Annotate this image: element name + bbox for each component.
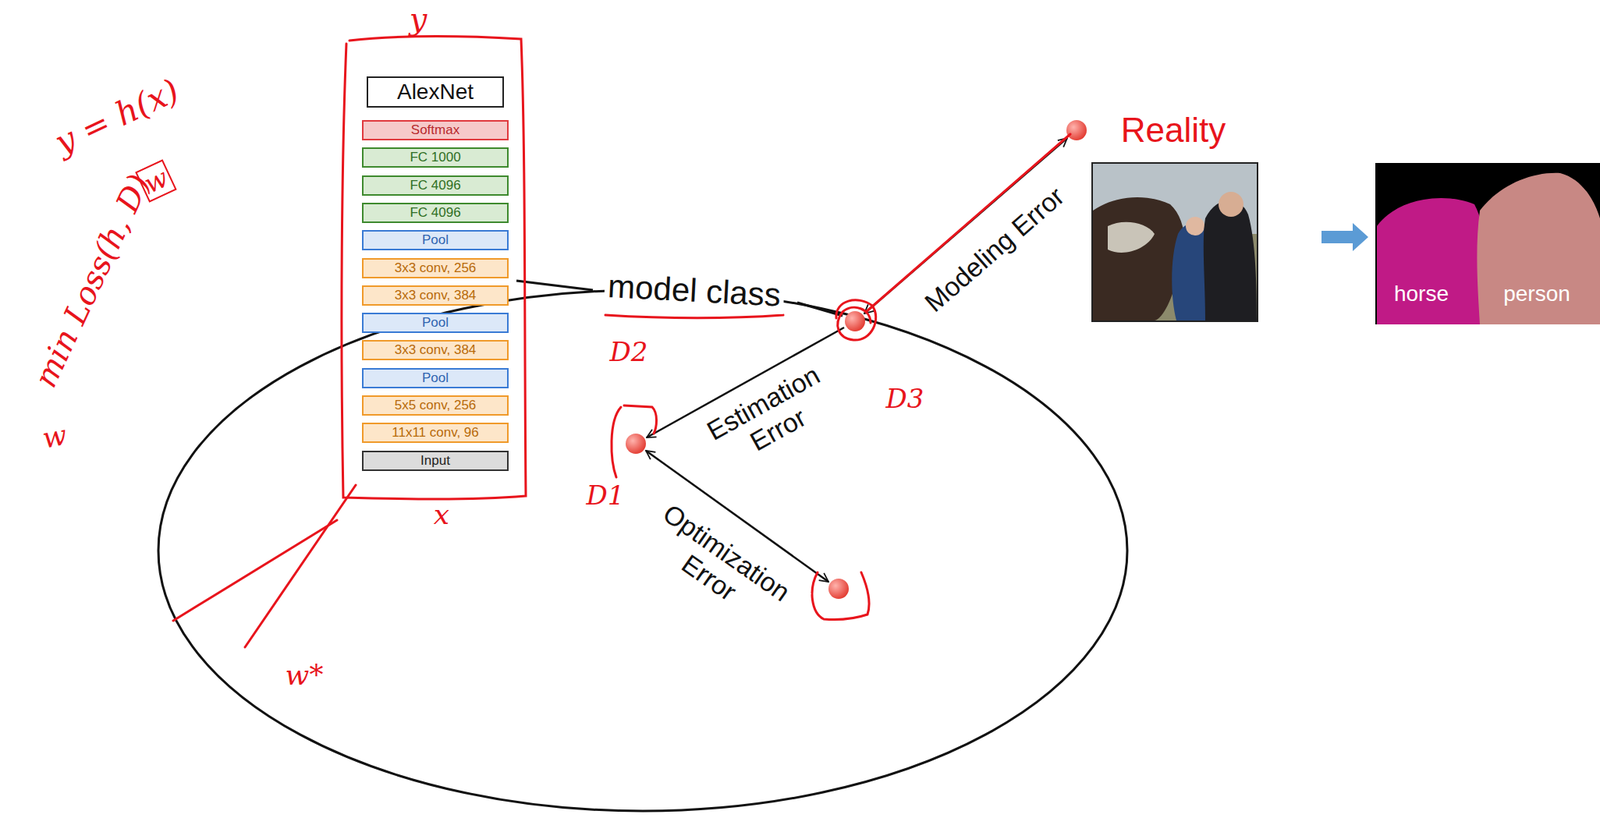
- layer-box: Input: [361, 450, 509, 472]
- photo: [1092, 163, 1258, 322]
- layer-box: 11x11 conv, 96: [361, 422, 509, 444]
- handwritten-note: y = h(x): [49, 71, 185, 162]
- layer-name: 5x5 conv, 256: [394, 397, 477, 414]
- error-label: Optimization Error: [624, 487, 812, 645]
- red-circle: [836, 300, 877, 341]
- layer-box: Softmax: [361, 120, 509, 141]
- layer-name: Pool: [422, 370, 449, 387]
- block-arrow: [1321, 223, 1369, 252]
- handwritten-note: w: [39, 418, 70, 455]
- layer-box: 3x3 conv, 384: [361, 285, 509, 306]
- handwritten-note: y: [409, 0, 428, 37]
- reality-label: Reality: [1121, 110, 1227, 151]
- optimized-point: [828, 578, 849, 600]
- network-stack: AlexNetSoftmax FC 1000 FC 4096 FC 4096Pool 3…: [361, 74, 509, 481]
- leader-line: [516, 280, 593, 291]
- handwritten-note: D2: [610, 337, 649, 368]
- red-stroke: [173, 520, 338, 621]
- estimate-point: [625, 433, 646, 455]
- layer-name: FC 4096: [409, 205, 461, 221]
- layer-box: FC 1000: [361, 147, 509, 168]
- layer-name: Input: [420, 453, 451, 469]
- region-label: model class: [603, 267, 785, 315]
- error-label: Estimation Error: [684, 350, 857, 483]
- segmentation-map: [1375, 163, 1600, 325]
- layer-box: Pool: [361, 368, 509, 389]
- model-point: [844, 311, 866, 332]
- handwritten-note: min Loss(h, D): [27, 168, 158, 393]
- layer-name: Pool: [422, 315, 449, 331]
- layer-box: Pool: [361, 312, 509, 334]
- red-bracket: [812, 572, 870, 621]
- handwritten-note: D3: [886, 383, 925, 415]
- layer-name: FC 1000: [409, 149, 461, 166]
- layer-name: 3x3 conv, 256: [394, 260, 477, 277]
- red-box: [341, 36, 526, 501]
- red-bracket: [611, 405, 657, 478]
- layer-box: FC 4096: [361, 175, 509, 196]
- layer-box: Pool: [361, 230, 509, 251]
- reality-point: [1066, 120, 1087, 141]
- model-class-ellipse: [158, 290, 1128, 812]
- segment-label: horse: [1394, 281, 1449, 307]
- segment-label: person: [1503, 281, 1571, 307]
- layer-box: FC 4096: [361, 202, 509, 224]
- layer-name: FC 4096: [409, 177, 461, 194]
- layer-name: 11x11 conv, 96: [391, 425, 479, 441]
- layer-box: 5x5 conv, 256: [361, 395, 509, 416]
- network-title: AlexNet: [366, 76, 504, 108]
- red-stroke: [244, 485, 356, 648]
- handwritten-note: x: [433, 498, 450, 531]
- red-underline: [605, 315, 784, 319]
- layer-box: 3x3 conv, 384: [361, 340, 509, 361]
- layer-name: Pool: [422, 232, 449, 249]
- handwritten-note: D1: [586, 480, 625, 511]
- layer-name: 3x3 conv, 384: [394, 342, 477, 359]
- layer-box: 3x3 conv, 256: [361, 258, 509, 279]
- handwritten-note: w*: [285, 659, 324, 692]
- layer-name: Softmax: [411, 122, 460, 139]
- layer-name: 3x3 conv, 384: [394, 287, 477, 304]
- handwritten-annotations: [173, 36, 1071, 649]
